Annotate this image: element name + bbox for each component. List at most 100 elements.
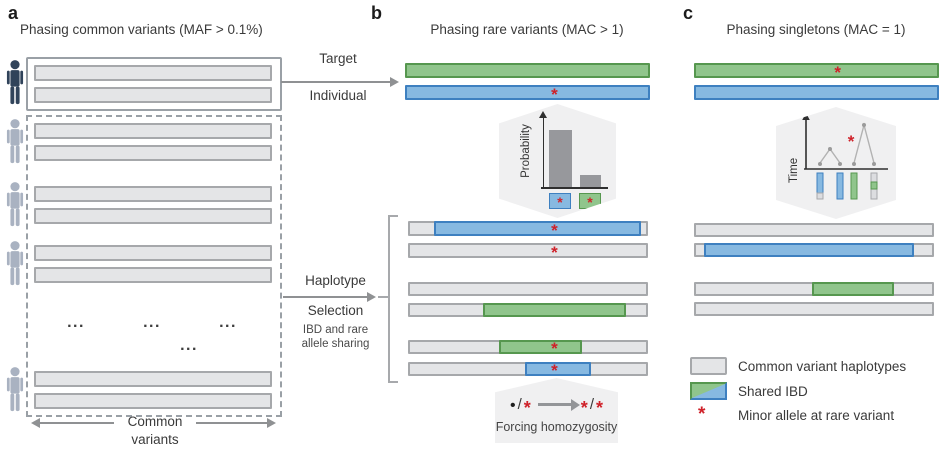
legend-swatch-common-haplotype [690,357,727,375]
genotype-slash: / [589,396,594,413]
minor-allele-asterisk: * [551,339,558,358]
haplotype-bar: * [408,339,648,358]
minor-allele-asterisk: * [551,361,558,380]
reference-individual-icon [6,241,24,286]
reference-individual-icon [6,119,24,164]
haplotype-bar: * [408,221,648,240]
haplotype-bar [694,282,934,296]
forcing-arrow [537,398,580,411]
selection-note-line1: IBD and rare [302,324,369,336]
ellipsis-text: ... [180,337,198,354]
panel-b-title: Phasing rare variants (MAC > 1) [430,22,624,37]
time-axis-label: Time [788,158,800,183]
minor-allele-asterisk: * [848,132,855,151]
leaf-haplotype-bars [816,172,878,200]
haplotype-bar [408,282,648,296]
common-variants-arrow-right [196,422,270,424]
haplotype-bar: * [408,243,648,262]
haplotype-bar [34,123,272,139]
probability-y-axis [542,117,545,187]
haplotype-bar [34,145,272,161]
minor-allele-asterisk: * [834,63,842,82]
haplotype-bar [694,223,934,237]
target-individual-icon [6,60,24,105]
selection-note-line2: allele sharing [301,338,370,350]
haplotype-bar [694,243,934,257]
minor-allele-asterisk: * [551,221,558,240]
target-arrow [281,81,392,83]
reference-panel-box [26,115,282,417]
common-variants-label-line1: Common [127,414,183,429]
haplotype-bar [34,65,272,81]
selection-bracket [388,215,390,383]
haplotype-bar [34,186,272,202]
haplotype-bar: * [405,85,650,104]
panel-c-title: Phasing singletons (MAC = 1) [726,22,906,37]
selection-bracket-tick-top [388,215,398,217]
common-variants-label-line2: variants [131,432,179,447]
shared-ibd-segment [498,340,583,354]
short-coalescent-tree [819,147,841,164]
probability-x-axis [541,187,608,189]
probability-axis-label: Probability [520,124,532,178]
coalescent-tree-callout: Time * [776,107,896,219]
haplotype-bar [408,303,648,317]
reference-individual-icon [6,367,24,412]
common-variants-arrow-left [38,422,114,424]
selection-bracket-tick-bottom [388,381,398,383]
haplotype-label: Haplotype [305,273,366,288]
minor-allele-asterisk: * [551,243,558,262]
shared-ibd-segment [703,243,915,257]
probability-bar-blue [549,130,572,187]
common-variants-arrowhead-left [31,418,40,428]
selection-label: Selection [307,303,364,318]
shared-ibd-segment [482,303,627,317]
panel-a-title: Phasing common variants (MAF > 0.1%) [20,22,263,37]
legend-label: Common variant haplotypes [738,359,907,374]
panel-c-label: c [683,3,694,23]
legend-swatch-shared-ibd [690,382,727,400]
probability-axis-arrow [539,111,547,118]
common-variants-arrowhead-right [267,418,276,428]
minor-allele-asterisk: * [551,85,558,104]
haplotype-bar [34,267,272,283]
selection-arrowhead [367,292,376,302]
tall-coalescent-tree [853,122,875,164]
minor-allele-asterisk: * [580,398,588,418]
haplotype-bar [34,371,272,387]
reference-allele-dot: • [510,396,516,414]
time-axis-arrow [802,113,810,120]
forcing-homozygosity-callout: • / * * / * Forcing homozygosity [495,378,618,443]
shared-ibd-segment [433,221,642,236]
probability-callout: Probability * * [499,104,616,218]
individual-label: Individual [309,88,367,103]
minor-allele-asterisk: * [587,194,593,210]
minor-allele-asterisk: * [595,398,603,418]
panel-a-label: a [8,3,19,23]
haplotype-bar [34,87,272,103]
probability-bar-green [580,175,601,187]
ellipsis-text: ... [143,314,161,331]
target-arrowhead [390,77,399,87]
forcing-expression: • / * * / * [495,394,618,418]
green-haplotype-allele-box: * [579,193,601,210]
legend-label: Minor allele at rare variant [738,408,895,423]
haplotype-bar [34,208,272,224]
minor-allele-asterisk: * [557,194,563,210]
haplotype-bar [694,85,939,100]
haplotype-bar [405,63,650,78]
ellipsis-text: ... [219,314,237,331]
genotype-slash: / [517,396,522,413]
minor-allele-asterisk: * [523,398,531,418]
shared-ibd-segment [525,362,591,376]
forcing-caption: Forcing homozygosity [495,420,618,434]
panel-b-label: b [371,3,382,23]
ellipsis-text: ... [67,314,85,331]
haplotype-bar: * [408,361,648,380]
target-label: Target [319,51,357,66]
coalescent-tree-chart: Time * [788,113,888,200]
legend-minor-allele-asterisk: * [698,404,706,425]
shared-ibd-segment [812,282,894,296]
haplotype-bar [34,245,272,261]
